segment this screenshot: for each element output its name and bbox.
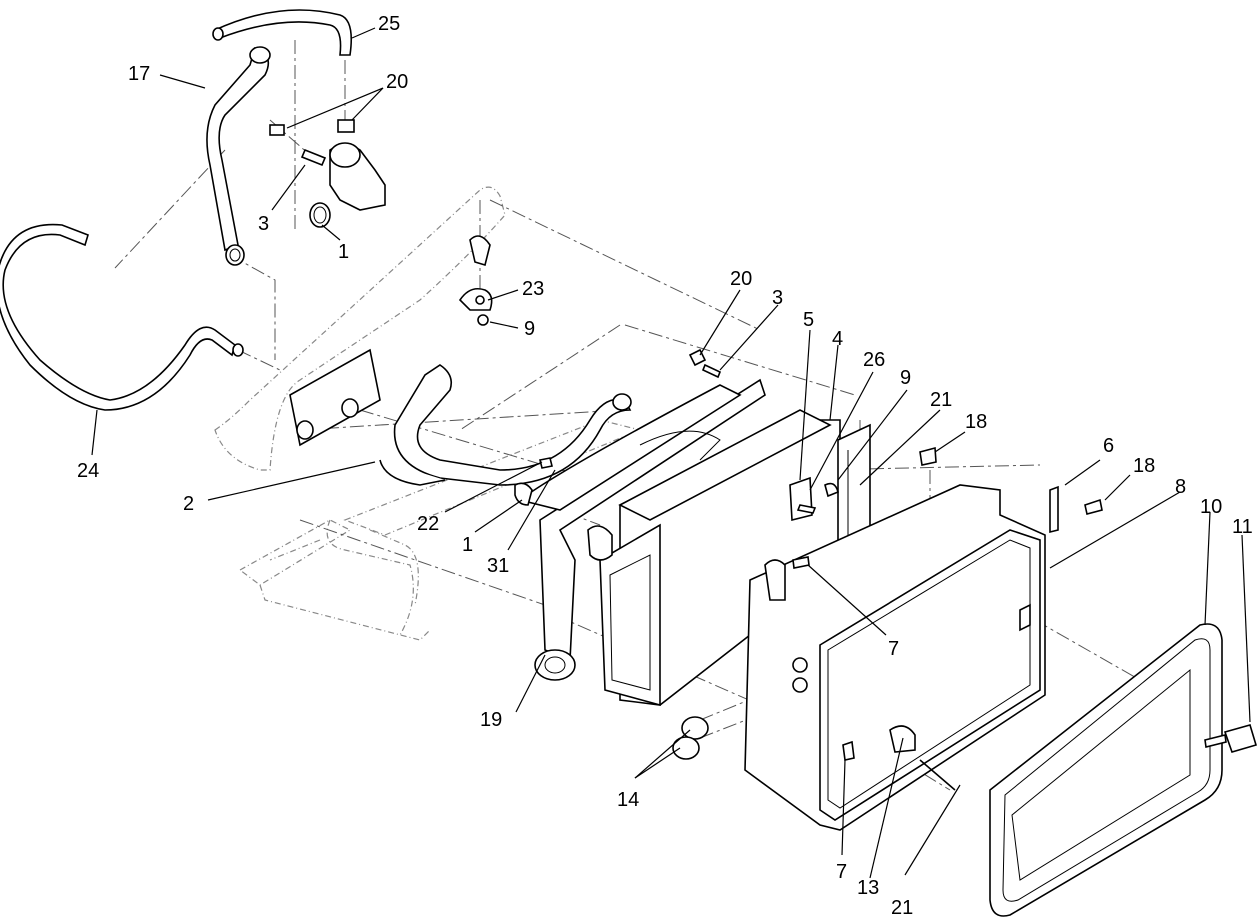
callout-18-top: 18 <box>965 411 987 433</box>
callout-21-top: 21 <box>930 389 952 411</box>
callout-9-left: 9 <box>524 318 535 340</box>
mounting-plate <box>289 348 381 447</box>
valve-assembly <box>269 119 386 228</box>
hose-25 <box>212 9 353 56</box>
hose-2 <box>379 364 632 486</box>
hose-24 <box>0 223 244 411</box>
callout-9-right: 9 <box>900 367 911 389</box>
callout-25: 25 <box>378 13 400 35</box>
callout-labels: 25 17 20 3 1 24 2 23 9 20 3 5 4 26 9 21 … <box>77 13 1253 919</box>
callout-10: 10 <box>1200 496 1222 518</box>
callout-18-right: 18 <box>1133 455 1155 477</box>
callout-5: 5 <box>803 309 814 331</box>
callout-7-top: 7 <box>888 638 899 660</box>
callout-31: 31 <box>487 555 509 577</box>
clamp-23 <box>458 235 493 326</box>
hose-17 <box>206 46 271 266</box>
plugs-14 <box>672 716 709 760</box>
callout-11: 11 <box>1232 516 1253 538</box>
door-frame-10 <box>989 623 1223 917</box>
housing-8 <box>744 484 1059 831</box>
callout-1-top: 1 <box>338 241 349 263</box>
callout-13: 13 <box>857 877 879 899</box>
callout-3-mid: 3 <box>772 287 783 309</box>
callout-21-bottom: 21 <box>891 897 913 919</box>
callout-6: 6 <box>1103 435 1114 457</box>
callout-7-bottom: 7 <box>836 861 847 883</box>
callout-19: 19 <box>480 709 502 731</box>
callout-24: 24 <box>77 460 99 482</box>
callout-4: 4 <box>832 328 843 350</box>
latch-11 <box>1204 724 1257 753</box>
callout-23: 23 <box>522 278 544 300</box>
callout-3-top: 3 <box>258 213 269 235</box>
callout-22: 22 <box>417 513 439 535</box>
callout-14: 14 <box>617 789 639 811</box>
callout-17: 17 <box>128 63 150 85</box>
callout-1-mid: 1 <box>462 534 473 556</box>
callout-26: 26 <box>863 349 885 371</box>
callout-2: 2 <box>183 493 194 515</box>
leader-lines <box>91 27 1251 879</box>
fasteners <box>514 348 1103 791</box>
callout-20-mid: 20 <box>730 268 752 290</box>
callout-8: 8 <box>1175 476 1186 498</box>
callout-20-top: 20 <box>386 71 408 93</box>
